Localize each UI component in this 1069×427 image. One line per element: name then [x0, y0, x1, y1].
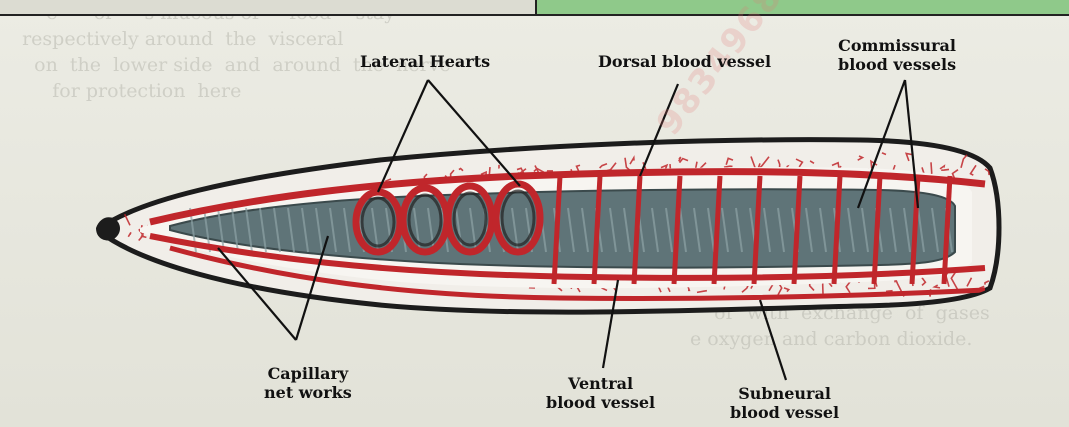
label-capillary-line2: net works — [264, 383, 352, 402]
label-subneural-line1: Subneural — [730, 384, 839, 403]
label-lateral-hearts-text: Lateral Hearts — [360, 52, 490, 71]
capillary-branch — [886, 291, 893, 292]
capillary-branch — [724, 166, 733, 167]
label-commissural: Commissural blood vessels — [838, 36, 956, 74]
label-dorsal-blood-vessel: Dorsal blood vessel — [598, 52, 771, 71]
label-commissural-line1: Commissural — [838, 36, 956, 55]
label-capillary: Capillary net works — [264, 364, 352, 402]
capillary-branch — [499, 165, 500, 168]
label-ventral-line2: blood vessel — [546, 393, 655, 412]
label-ventral: Ventral blood vessel — [546, 374, 655, 412]
label-commissural-line2: blood vessels — [838, 55, 956, 74]
capillary-branch — [941, 169, 949, 170]
label-dorsal-text: Dorsal blood vessel — [598, 52, 771, 71]
label-capillary-line1: Capillary — [264, 364, 352, 383]
label-subneural-line2: blood vessel — [730, 403, 839, 422]
label-lateral-hearts: Lateral Hearts — [360, 52, 490, 71]
label-ventral-line1: Ventral — [546, 374, 655, 393]
label-subneural: Subneural blood vessel — [730, 384, 839, 422]
leader-subneural — [760, 300, 786, 380]
